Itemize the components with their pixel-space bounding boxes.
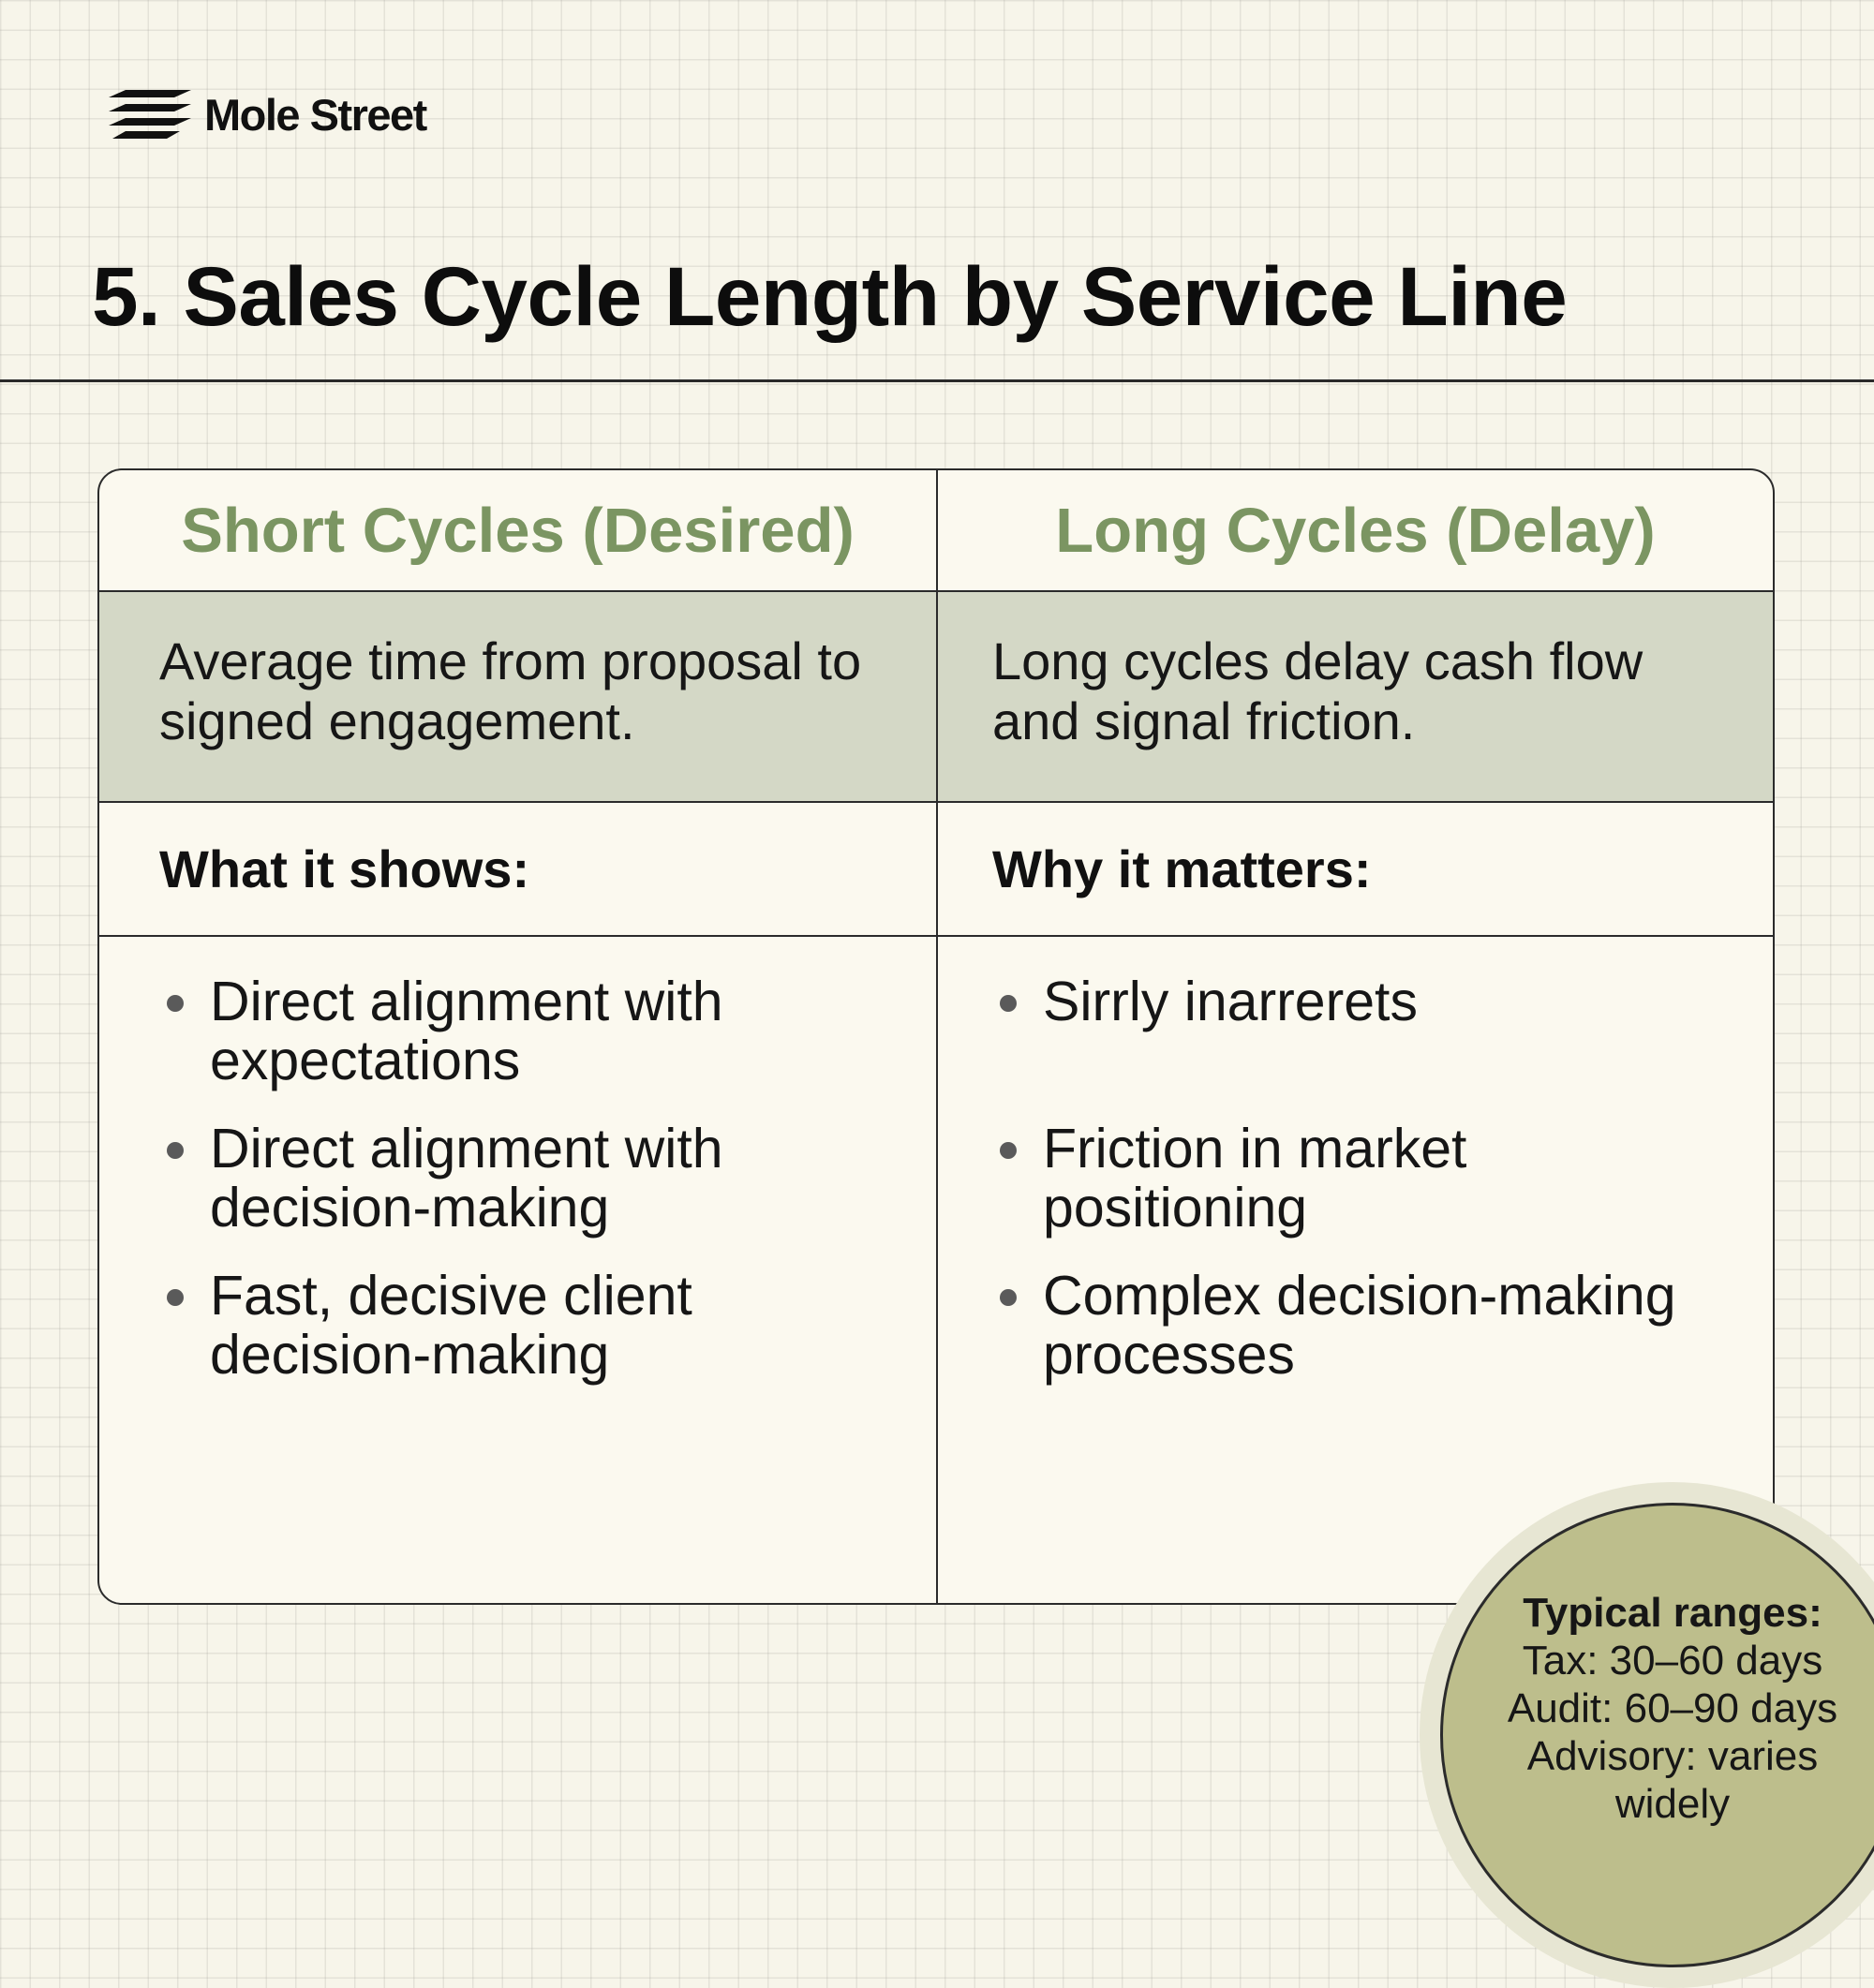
list-item: Direct alignment with decision-making (159, 1120, 908, 1267)
bullet-list: Direct alignment with expectations Direc… (159, 972, 908, 1414)
bullets-cell-short-cycles: Direct alignment with expectations Direc… (99, 937, 938, 1603)
range-line-advisory: Advisory: varies widely (1526, 1733, 1819, 1827)
subheading-cell-long-cycles: Why it matters: (938, 803, 1773, 937)
list-item-text: Sirrly inarrerets (1043, 971, 1418, 1032)
bullet-icon (1000, 1289, 1017, 1306)
bullet-icon (167, 1142, 184, 1159)
brand: Mole Street (109, 86, 427, 142)
list-item-text: Fast, decisive client decision-making (210, 1265, 692, 1386)
brand-name: Mole Street (204, 89, 427, 140)
bullet-icon (1000, 1142, 1017, 1159)
list-item: Sirrly inarrerets (992, 972, 1745, 1120)
list-item: Friction in market positioning (992, 1120, 1745, 1267)
column-header-short-cycles: Short Cycles (Desired) (99, 470, 938, 592)
list-item: Complex decision-making processes (992, 1267, 1745, 1414)
range-line-tax: Tax: 30–60 days (1522, 1638, 1823, 1684)
list-item-text: Friction in market positioning (1043, 1118, 1467, 1239)
list-item-text: Direct alignment with decision-making (210, 1118, 723, 1239)
diagonal-stripes-icon (109, 90, 191, 139)
ranges-title: Typical ranges: (1523, 1590, 1822, 1636)
list-item: Fast, decisive client decision-making (159, 1267, 908, 1414)
description-cell-long-cycles: Long cycles delay cash flow and signal f… (938, 592, 1773, 803)
bullet-icon (167, 1289, 184, 1306)
bullet-icon (1000, 995, 1017, 1012)
column-subheading: Why it matters: (992, 839, 1372, 898)
typical-ranges-text: Typical ranges: Tax: 30–60 days Audit: 6… (1476, 1589, 1869, 1828)
column-description: Average time from proposal to signed eng… (159, 631, 862, 750)
list-item-text: Complex decision-making processes (1043, 1265, 1676, 1386)
title-divider (0, 379, 1874, 382)
list-item-text: Direct alignment with expectations (210, 971, 723, 1091)
column-subheading: What it shows: (159, 839, 530, 898)
column-heading: Long Cycles (Delay) (1055, 495, 1656, 566)
bullet-icon (167, 995, 184, 1012)
column-header-long-cycles: Long Cycles (Delay) (938, 470, 1773, 592)
range-line-audit: Audit: 60–90 days (1507, 1685, 1838, 1731)
list-item: Direct alignment with expectations (159, 972, 908, 1120)
column-description: Long cycles delay cash flow and signal f… (992, 631, 1643, 750)
description-cell-short-cycles: Average time from proposal to signed eng… (99, 592, 938, 803)
bullets-cell-long-cycles: Sirrly inarrerets Friction in market pos… (938, 937, 1773, 1603)
page-title: 5. Sales Cycle Length by Service Line (92, 249, 1568, 343)
column-heading: Short Cycles (Desired) (181, 495, 855, 566)
comparison-table: Short Cycles (Desired) Long Cycles (Dela… (97, 468, 1775, 1605)
subheading-cell-short-cycles: What it shows: (99, 803, 938, 937)
bullet-list: Sirrly inarrerets Friction in market pos… (992, 972, 1745, 1414)
